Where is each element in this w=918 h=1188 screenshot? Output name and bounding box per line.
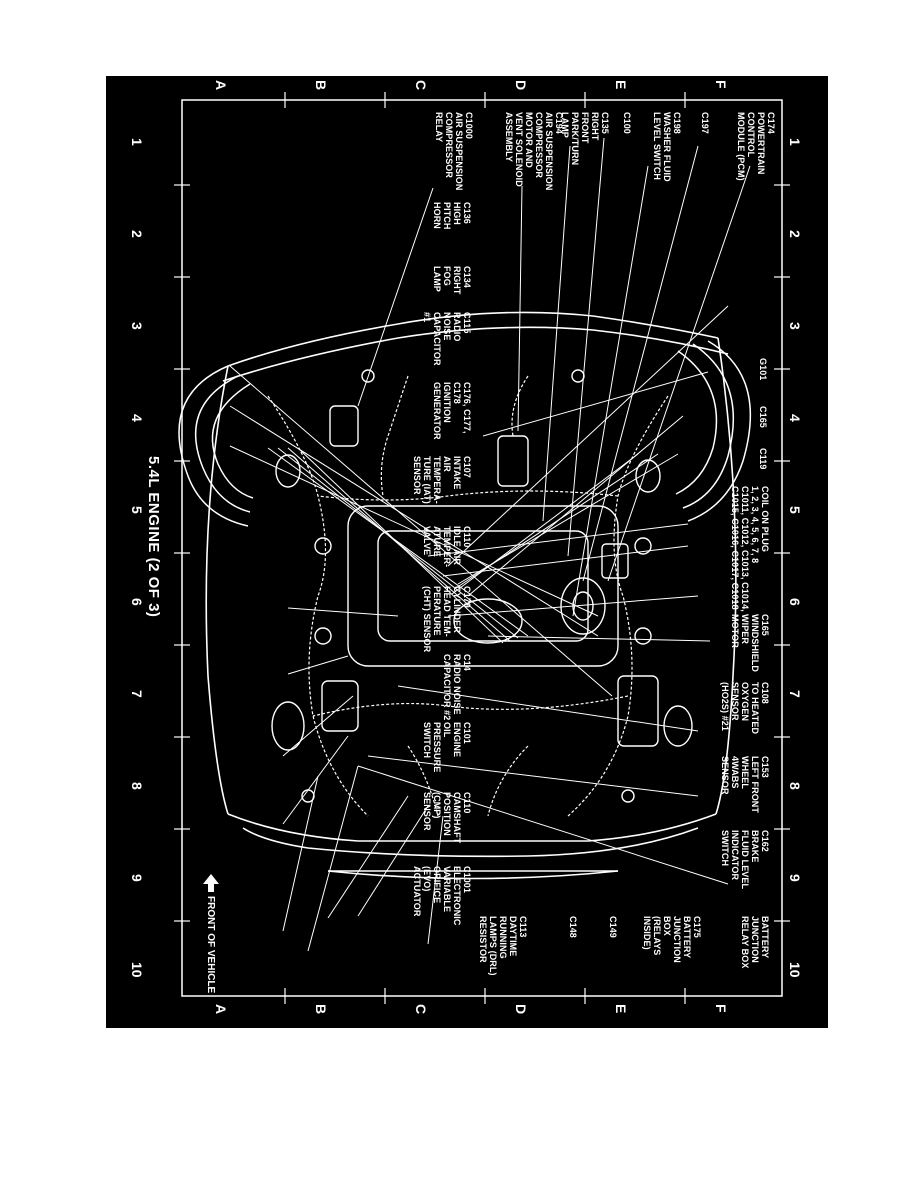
grid-col-9-top: 9 <box>787 874 803 882</box>
label-c113: C113 DAYTIME RUNNING LAMPS (DRL) RESISTO… <box>478 916 528 976</box>
label-c110-iat: C110 IDLE AIR TEMPER- ATURE VALVE <box>422 526 472 568</box>
air-cleaner <box>560 577 606 635</box>
label-g101: G101 <box>758 358 768 381</box>
label-c179: C179 CYLINDER HEAD TEM- PERATURE (CHT) S… <box>422 586 472 653</box>
grid-col-1-top: 1 <box>787 138 803 146</box>
grid-col-6-bottom: 6 <box>129 598 145 606</box>
front-of-vehicle-label: FRONT OF VEHICLE <box>205 896 216 994</box>
grid-row-e-bottom: E <box>613 1004 629 1014</box>
rotated-diagram: A B C D E F A B C D E F 1 2 3 4 5 6 7 8 … <box>106 76 828 1028</box>
label-c110-cmp: C110 CAMSHAFT POSITION (CMP) SENSOR <box>422 792 472 844</box>
grid-row-d-bottom: D <box>513 1004 529 1015</box>
label-c165-upper: C165 <box>758 406 768 428</box>
grid-col-2-bottom: 2 <box>129 230 145 238</box>
label-c165-wiper: C165 WINDSHIELD WIPER MOTOR <box>730 614 770 672</box>
label-c149: C149 <box>608 916 618 938</box>
label-c148: C148 <box>568 916 578 938</box>
label-coil-on-plug: COIL ON PLUG 1, 2, 3, 4, 5, 6, 7, 8 C101… <box>730 486 770 612</box>
grid-col-4-bottom: 4 <box>129 414 145 422</box>
grid-col-2-top: 2 <box>787 230 803 238</box>
border-frame <box>181 99 783 997</box>
grid-row-f-bottom: F <box>713 1004 729 1013</box>
front-arrow-icon <box>203 874 219 892</box>
grid-ticks <box>174 92 790 1004</box>
wheel-wells <box>178 340 752 527</box>
grid-col-7-top: 7 <box>787 690 803 698</box>
label-battery-junction-relay-box: BATTERY JUNCTION RELAY BOX <box>740 916 770 969</box>
diagram-panel: A B C D E F A B C D E F 1 2 3 4 5 6 7 8 … <box>106 76 828 1028</box>
grid-col-8-bottom: 8 <box>129 782 145 790</box>
grid-col-1-bottom: 1 <box>129 138 145 146</box>
engine-diagram <box>174 92 790 1004</box>
grid-col-6-top: 6 <box>787 598 803 606</box>
label-c108: C108 TO HEATED OXYGEN SENSOR (HO2S) #21 <box>720 682 770 735</box>
grid-row-f-top: F <box>713 80 729 89</box>
label-c100: C100 <box>622 112 632 134</box>
label-c134: C134 RIGHT FOG LAMP <box>432 266 472 295</box>
grid-col-8-top: 8 <box>787 782 803 790</box>
grid-col-5-bottom: 5 <box>129 506 145 514</box>
label-c198: C198 WASHER FLUID LEVEL SWITCH <box>652 112 682 182</box>
label-c1001: C1001 ELECTRONIC VARIABLE ORIFICE (EVO) … <box>412 866 472 926</box>
diagram-title: 5.4L ENGINE (2 OF 3) <box>145 456 162 618</box>
engine-components <box>271 369 693 803</box>
label-c175: C175 BATTERY JUNCTION BOX (RELAYS INSIDE… <box>642 916 702 963</box>
grid-col-4-top: 4 <box>787 414 803 422</box>
grid-col-3-top: 3 <box>787 322 803 330</box>
grid-col-7-bottom: 7 <box>129 690 145 698</box>
grid-row-a-top: A <box>213 80 229 91</box>
label-c14: C14 RADIO NOISE CAPACITOR #2 <box>442 654 472 721</box>
grid-row-b-bottom: B <box>313 1004 329 1015</box>
grid-row-c-bottom: C <box>413 1004 429 1015</box>
label-c153: C153 LEFT FRONT WHEEL 4WABS SENSOR <box>720 756 770 813</box>
grid-row-d-top: D <box>513 80 529 91</box>
label-c135: C135 RIGHT FRONT PARK/TURN LAMP <box>560 112 610 166</box>
callout-lines <box>229 137 751 952</box>
grid-frame <box>181 99 783 997</box>
label-c115: C115 RADIO NOISE CAPACITOR #1 <box>422 312 472 366</box>
label-c119: C119 <box>758 448 768 470</box>
label-c136: C136 HIGH PITCH HORN <box>432 202 472 230</box>
grid-row-e-top: E <box>613 80 629 90</box>
label-c1000: C1000 AIR SUSPENSION COMPRESSOR RELAY <box>434 112 474 191</box>
label-c194: C194 AIR SUSPENSION COMPRESSOR MOTOR AND… <box>504 112 564 191</box>
label-c101: C101 ENGINE OIL PRESSURE SWITCH <box>422 722 472 773</box>
grid-col-10-bottom: 10 <box>129 962 145 978</box>
label-c162: C162 BRAKE FLUID LEVEL INDICATOR SWITCH <box>720 830 770 890</box>
label-c176: C176, C177, C178 IGNITION GENERATOR <box>432 382 472 440</box>
grid-row-a-bottom: A <box>213 1004 229 1015</box>
label-c197: C197 <box>700 112 710 134</box>
grid-row-c-top: C <box>413 80 429 91</box>
battery-box <box>617 675 659 747</box>
grid-col-5-top: 5 <box>787 506 803 514</box>
grid-row-b-top: B <box>313 80 329 91</box>
grid-col-9-bottom: 9 <box>129 874 145 882</box>
label-c174: C174 POWERTRAIN CONTROL MODULE (PCM) <box>736 112 776 181</box>
label-c107: C107 INTAKE AIR TEMPERA- TURE (IAT) SENS… <box>412 456 472 504</box>
engine-block <box>347 505 619 667</box>
grid-col-3-bottom: 3 <box>129 322 145 330</box>
wiring-harness <box>267 375 669 817</box>
grid-col-10-top: 10 <box>787 962 803 978</box>
